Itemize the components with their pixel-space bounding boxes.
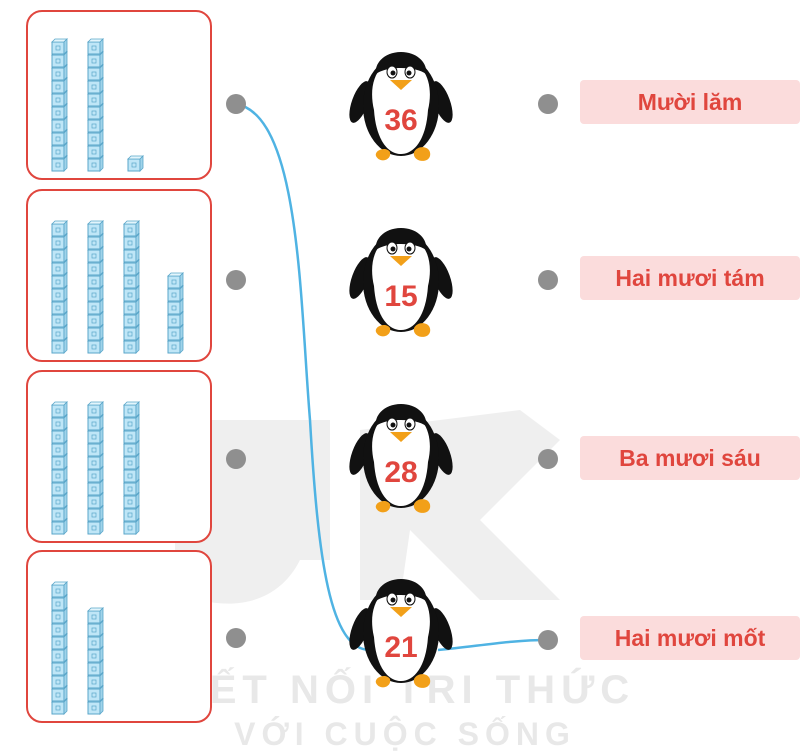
word-label-3: Ba mươi sáu: [580, 436, 800, 480]
unit-cube: [87, 427, 104, 444]
penguin-icon: [349, 228, 453, 337]
unit-cube: [87, 607, 104, 624]
unit-cube: [87, 285, 104, 302]
unit-cube: [87, 401, 104, 418]
penguin-number: 15: [384, 280, 418, 313]
connector-line-penguin4-to-word4: [437, 638, 549, 652]
cube-group-4: [26, 550, 212, 723]
cube-dot-1[interactable]: [226, 94, 246, 114]
cube-illustration: [51, 220, 184, 354]
penguin-1: 36: [346, 40, 456, 170]
connector-line-group1-to-penguin4: [235, 102, 371, 652]
cube-illustration: [51, 401, 140, 535]
penguin-icon: [349, 404, 453, 513]
cube-illustration: [51, 38, 144, 172]
penguin-4: 21: [346, 567, 456, 697]
penguin-icon: [349, 579, 453, 688]
cube-illustration: [51, 581, 104, 715]
penguin-number: 21: [384, 631, 418, 664]
unit-cube: [127, 155, 144, 172]
word-dot-3[interactable]: [538, 449, 558, 469]
word-dot-1[interactable]: [538, 94, 558, 114]
penguin-number: 36: [384, 104, 418, 137]
unit-cube: [87, 77, 104, 94]
unit-cube: [51, 220, 68, 237]
word-label-1: Mười lăm: [580, 80, 800, 124]
word-label-4: Hai mươi mốt: [580, 616, 800, 660]
unit-cube: [167, 272, 184, 289]
unit-cube: [51, 285, 68, 302]
cube-group-3: [26, 370, 212, 543]
cube-dot-3[interactable]: [226, 449, 246, 469]
unit-cube: [87, 466, 104, 483]
word-label-2: Hai mươi tám: [580, 256, 800, 300]
unit-cube: [123, 401, 140, 418]
unit-cube: [87, 38, 104, 55]
cube-dot-2[interactable]: [226, 270, 246, 290]
penguin-number: 28: [384, 456, 418, 489]
penguin-icon: [349, 52, 453, 161]
unit-cube: [51, 581, 68, 598]
word-dot-2[interactable]: [538, 270, 558, 290]
unit-cube: [51, 401, 68, 418]
word-dot-4[interactable]: [538, 630, 558, 650]
unit-cube: [87, 220, 104, 237]
unit-cube: [123, 220, 140, 237]
unit-cube: [87, 311, 104, 328]
unit-cube: [123, 414, 140, 431]
unit-cube: [51, 38, 68, 55]
cube-group-2: [26, 189, 212, 362]
cube-dot-4[interactable]: [226, 628, 246, 648]
penguin-3: 28: [346, 392, 456, 522]
cube-group-1: [26, 10, 212, 180]
penguin-2: 15: [346, 216, 456, 346]
